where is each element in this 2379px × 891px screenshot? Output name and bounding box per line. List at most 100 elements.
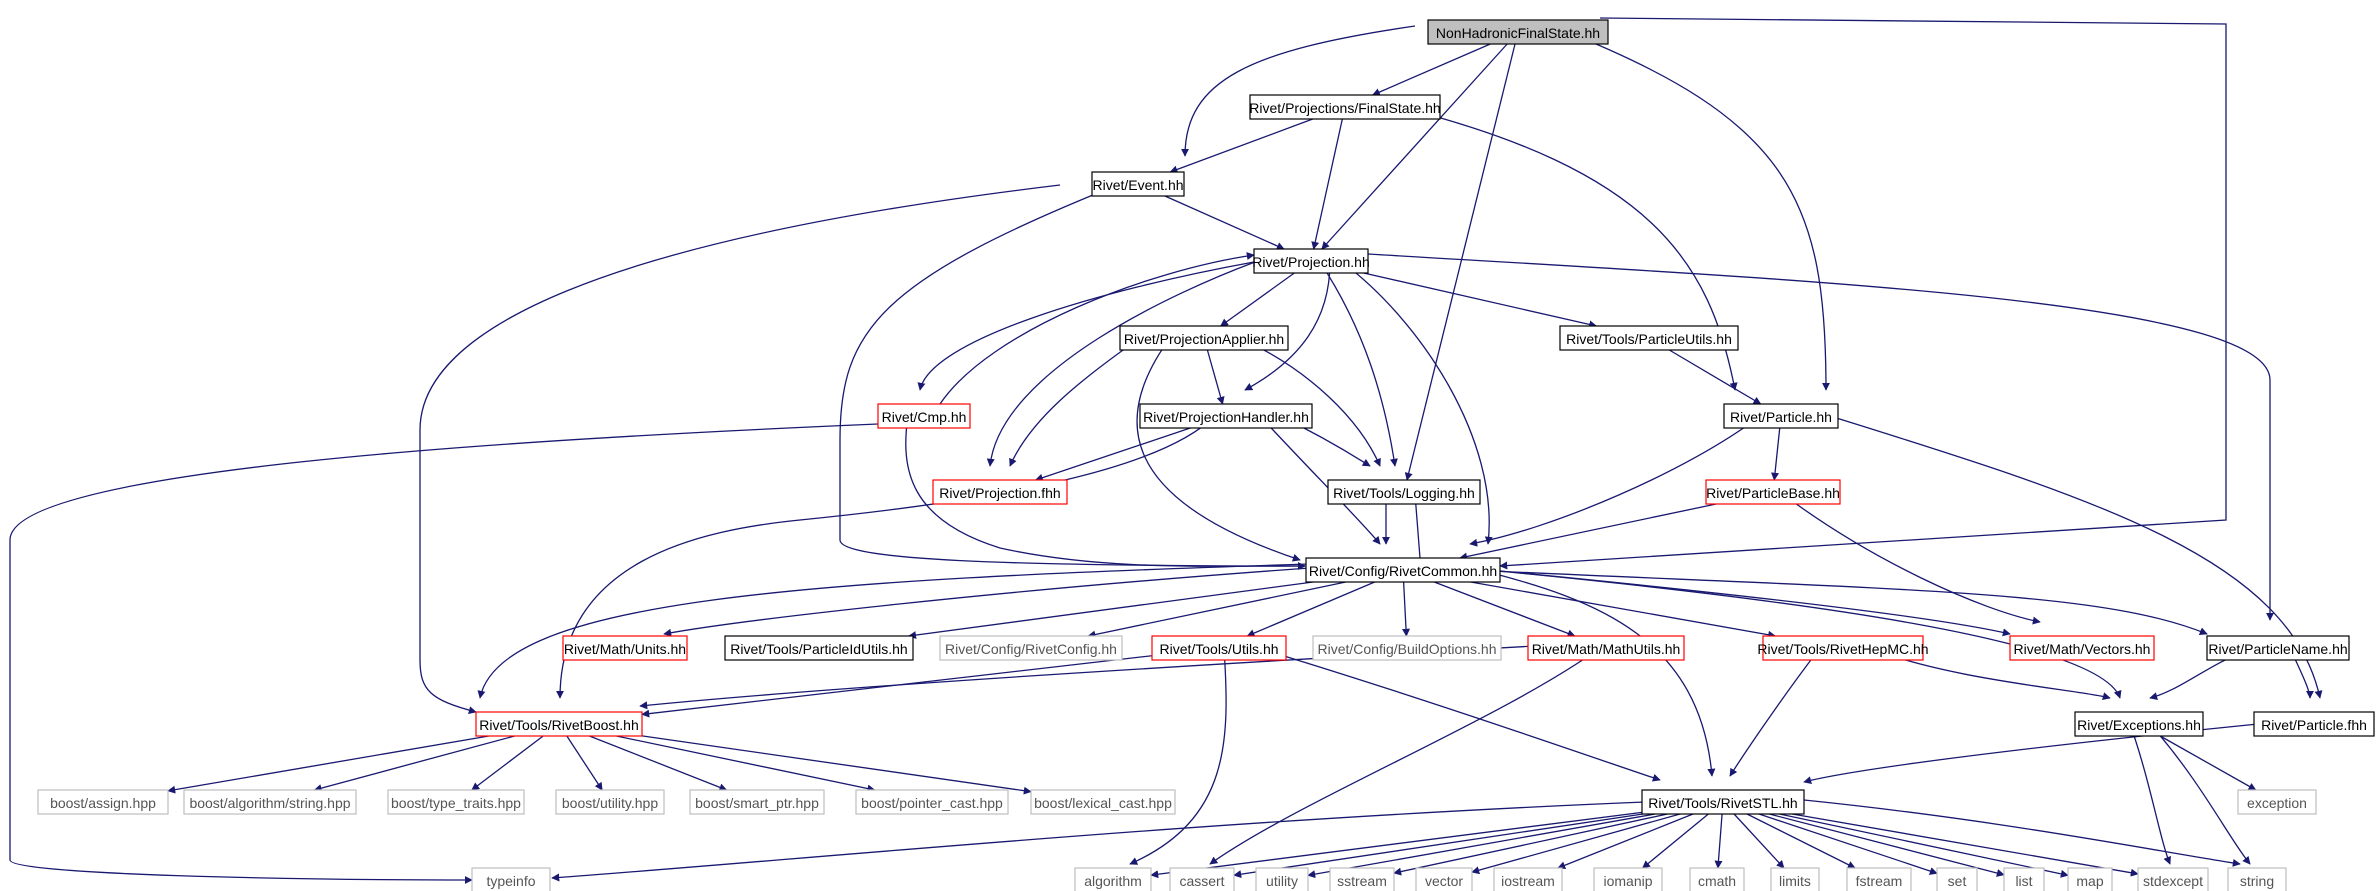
edge-event-to-common bbox=[839, 183, 1306, 570]
node-layer: NonHadronicFinalState.hhRivet/Projection… bbox=[37, 19, 2375, 891]
node-box bbox=[1705, 479, 1841, 505]
node-label: Rivet/Cmp.hh bbox=[882, 409, 967, 425]
node-proj[interactable]: Rivet/Projection.hh bbox=[1252, 248, 1370, 274]
node-label: string bbox=[2240, 873, 2274, 889]
edge-stl-to-string bbox=[1803, 799, 2241, 867]
node-vector: vector bbox=[1415, 867, 1473, 891]
node-papplier[interactable]: Rivet/ProjectionApplier.hh bbox=[1119, 325, 1289, 351]
node-label: Rivet/Tools/Logging.hh bbox=[1333, 485, 1475, 501]
edge-stl-to-cmath bbox=[1714, 813, 1723, 869]
node-cassert: cassert bbox=[1169, 867, 1235, 891]
edge-rboost-to-bstring bbox=[313, 735, 515, 792]
node-tutils[interactable]: Rivet/Tools/Utils.hh bbox=[1151, 635, 1287, 661]
node-logging[interactable]: Rivet/Tools/Logging.hh bbox=[1327, 479, 1481, 505]
node-box bbox=[2067, 867, 2113, 891]
node-particle[interactable]: Rivet/Particle.hh bbox=[1723, 403, 1839, 429]
node-nhfs[interactable]: NonHadronicFinalState.hh bbox=[1427, 19, 1609, 45]
node-cmp[interactable]: Rivet/Cmp.hh bbox=[877, 403, 971, 429]
edge-nhfs-to-particle bbox=[1561, 29, 1830, 391]
edge-stl-to-utility bbox=[1307, 813, 1656, 879]
edge-common-to-pidutils bbox=[908, 581, 1314, 640]
edge-common-to-logging bbox=[1411, 493, 1421, 559]
node-mathutils[interactable]: Rivet/Math/MathUtils.hh bbox=[1527, 635, 1685, 661]
edge-nhfs-to-event bbox=[1181, 25, 1416, 157]
node-box bbox=[1074, 867, 1152, 891]
node-box bbox=[37, 789, 169, 815]
edge-papplier-to-common bbox=[1136, 337, 1301, 562]
node-common[interactable]: Rivet/Config/RivetCommon.hh bbox=[1305, 557, 1501, 583]
edge-stl-to-limits bbox=[1733, 813, 1785, 869]
node-label: algorithm bbox=[1084, 873, 1142, 889]
node-box bbox=[562, 635, 688, 661]
edge-rboost-to-bsmartptr bbox=[589, 735, 728, 792]
node-label: Rivet/Projection.hh bbox=[1252, 254, 1370, 270]
node-iomanip: iomanip bbox=[1593, 867, 1663, 891]
node-box bbox=[1119, 325, 1289, 351]
node-pidutils[interactable]: Rivet/Tools/ParticleIdUtils.hh bbox=[724, 635, 914, 661]
node-label: boost/smart_ptr.hpp bbox=[695, 795, 819, 811]
edge-nhfs-to-proj bbox=[1321, 43, 1508, 250]
node-hepmc[interactable]: Rivet/Tools/RivetHepMC.hh bbox=[1757, 635, 1929, 661]
node-box bbox=[1527, 635, 1685, 661]
node-label: exception bbox=[2247, 795, 2307, 811]
node-label: Rivet/ProjectionApplier.hh bbox=[1124, 331, 1284, 347]
node-box bbox=[1936, 867, 1978, 891]
edge-stl-to-list bbox=[1769, 813, 2005, 877]
edge-event-to-proj bbox=[1164, 195, 1285, 250]
node-box bbox=[2227, 867, 2287, 891]
edge-proj-to-projfhh bbox=[986, 261, 1256, 467]
node-box bbox=[1770, 867, 1820, 891]
edge-common-to-mathutils bbox=[1433, 581, 1576, 638]
edge-common-to-units bbox=[663, 567, 1311, 637]
node-rboost[interactable]: Rivet/Tools/RivetBoost.hh bbox=[475, 711, 643, 737]
node-label: Rivet/Projections/FinalState.hh bbox=[1249, 100, 1440, 116]
node-box bbox=[1091, 171, 1185, 197]
edge-fs-to-proj bbox=[1311, 118, 1343, 250]
node-exceptions[interactable]: Rivet/Exceptions.hh bbox=[2074, 711, 2204, 737]
node-phandler[interactable]: Rivet/ProjectionHandler.hh bbox=[1139, 403, 1313, 429]
node-label: boost/pointer_cast.hpp bbox=[861, 795, 1003, 811]
node-cmath: cmath bbox=[1689, 867, 1745, 891]
edge-cmp-to-common bbox=[905, 415, 1306, 571]
node-box bbox=[1030, 789, 1176, 815]
node-label: Rivet/Particle.hh bbox=[1730, 409, 1832, 425]
node-label: boost/utility.hpp bbox=[562, 795, 658, 811]
edge-rboost-to-bptrcast bbox=[616, 735, 876, 793]
node-box bbox=[1151, 635, 1287, 661]
node-exception: exception bbox=[2237, 789, 2317, 815]
node-pfhh[interactable]: Rivet/Particle.fhh bbox=[2253, 711, 2375, 737]
node-box bbox=[1493, 867, 1563, 891]
node-label: limits bbox=[1779, 873, 1811, 889]
node-vectors[interactable]: Rivet/Math/Vectors.hh bbox=[2009, 635, 2155, 661]
node-stl[interactable]: Rivet/Tools/RivetSTL.hh bbox=[1641, 789, 1805, 815]
node-string: string bbox=[2227, 867, 2287, 891]
node-label: fstream bbox=[1856, 873, 1903, 889]
node-label: utility bbox=[1266, 873, 1298, 889]
node-box bbox=[2009, 635, 2155, 661]
edge-proj-to-common bbox=[1341, 261, 1493, 545]
node-box bbox=[1723, 403, 1839, 429]
edge-rboost-to-blexcast bbox=[641, 735, 1032, 795]
node-pbase[interactable]: Rivet/ParticleBase.hh bbox=[1705, 479, 1841, 505]
node-units[interactable]: Rivet/Math/Units.hh bbox=[562, 635, 688, 661]
node-event[interactable]: Rivet/Event.hh bbox=[1091, 171, 1185, 197]
edge-exceptions-to-exception bbox=[2159, 735, 2257, 791]
edge-exceptions-to-string bbox=[2149, 723, 2251, 865]
node-box bbox=[855, 789, 1009, 815]
node-sstream: sstream bbox=[1329, 867, 1395, 891]
node-box bbox=[1762, 635, 1924, 661]
node-label: Rivet/Config/RivetConfig.hh bbox=[945, 641, 1117, 657]
node-label: Rivet/Math/MathUtils.hh bbox=[1532, 641, 1681, 657]
edge-common-to-stl bbox=[1479, 569, 1716, 777]
edge-cmp-to-proj bbox=[939, 252, 1255, 405]
edge-common-to-bopts bbox=[1402, 581, 1411, 637]
node-pname[interactable]: Rivet/ParticleName.hh bbox=[2206, 635, 2350, 661]
edge-hepmc-to-stl bbox=[1729, 647, 1821, 777]
node-putils[interactable]: Rivet/Tools/ParticleUtils.hh bbox=[1559, 325, 1739, 351]
node-fs[interactable]: Rivet/Projections/FinalState.hh bbox=[1249, 94, 1441, 120]
edge-mathutils-to-cassert bbox=[1209, 647, 1601, 865]
node-box bbox=[2253, 711, 2375, 737]
node-projfhh[interactable]: Rivet/Projection.fhh bbox=[932, 479, 1068, 505]
node-label: Rivet/Tools/RivetBoost.hh bbox=[479, 717, 639, 733]
node-label: list bbox=[2015, 873, 2032, 889]
